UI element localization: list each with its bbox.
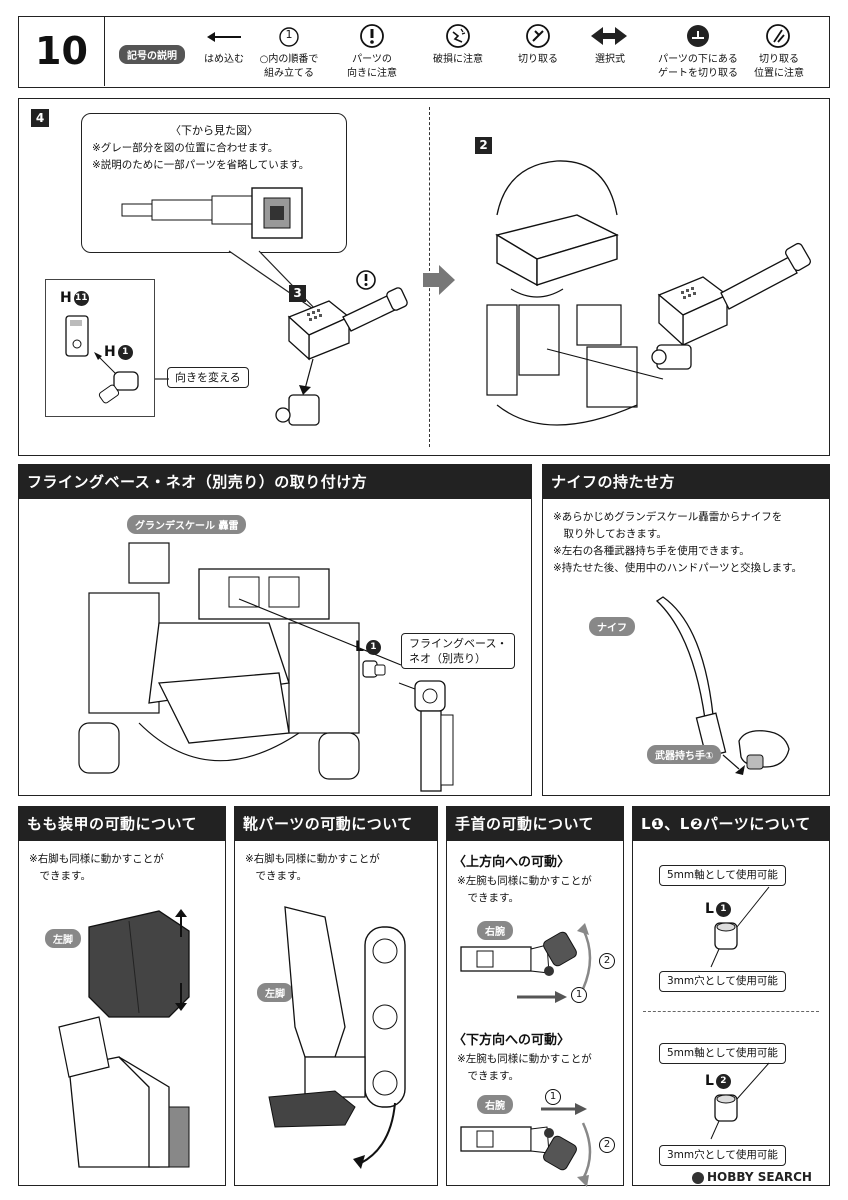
boots-notes: ※右脚も同様に動かすことが できます。 <box>245 853 380 882</box>
symbol-label: 破損に注意 <box>433 54 483 65</box>
l1-part-drawing <box>710 886 770 968</box>
step-1-marker: 1 <box>545 1089 561 1105</box>
watermark-icon <box>692 1171 704 1184</box>
h11-part-drawing <box>65 315 89 357</box>
step4-panel: 4 〈下から見た図〉 ※グレー部分を図の位置に合わせます。 ※説明のために一部パ… <box>18 98 830 456</box>
robot-upper-body-drawing <box>486 160 664 426</box>
symbol-label: 切り取る <box>518 54 558 65</box>
flying-base-arm-drawing <box>398 680 454 792</box>
right-arm-tag: 右腕 <box>477 921 513 940</box>
weapon-grip-drawing <box>651 242 811 370</box>
symbol-label: ○内の順番で 組み立てる <box>259 54 319 79</box>
left-leg-tag: 左脚 <box>45 929 81 948</box>
lparts-title: L❶、L❷パーツについて <box>633 807 829 841</box>
step-number: 10 <box>19 17 105 86</box>
bottom-view-title: 〈下から見た図〉 <box>170 124 258 137</box>
legend-title: 記号の説明 <box>119 45 185 64</box>
step-2-marker: 2 <box>599 1137 615 1153</box>
knife-title: ナイフの持たせ方 <box>543 465 829 499</box>
h1-part-drawing <box>94 352 139 404</box>
hobby-search-watermark: HOBBY SEARCH <box>688 1170 816 1184</box>
cut-icon <box>526 24 550 48</box>
hand-tag: 武器持ち手① <box>647 745 722 764</box>
cut-position-icon <box>766 24 790 48</box>
turn-direction-label: 向きを変える <box>167 367 249 388</box>
wrist-down-drawing <box>460 1122 592 1187</box>
l2-part-drawing <box>710 1062 770 1140</box>
right-arrow-icon <box>517 991 567 1003</box>
thigh-armor-drawing <box>58 910 190 1168</box>
wrist-down-title: 〈下方向への可動〉 <box>453 1033 571 1048</box>
step4-number: 4 <box>31 109 49 127</box>
l1-joint-drawing <box>362 660 386 678</box>
choice-arrow-icon <box>591 27 627 45</box>
down-arrow-icon <box>175 983 187 1011</box>
right-arm-tag: 右腕 <box>477 1095 513 1114</box>
wrist-down-notes: ※左腕も同様に動かすことが できます。 <box>457 1053 592 1082</box>
lparts-divider <box>643 1011 819 1012</box>
bottom-view-drawing <box>121 187 303 239</box>
symbol-label: 切り取る 位置に注意 <box>754 54 804 79</box>
gate-cut-icon <box>687 25 709 47</box>
wrist-panel: 手首の可動について 〈上方向への可動〉 ※左腕も同様に動かすことが できます。 … <box>446 806 624 1187</box>
arrow-left-icon <box>207 32 241 42</box>
right-arrow-icon <box>541 1103 587 1115</box>
wrist-up-title: 〈上方向への可動〉 <box>453 855 571 870</box>
left-leg-tag: 左脚 <box>257 983 293 1002</box>
robot-back-drawing <box>78 542 402 780</box>
thigh-panel: もも装甲の可動について ※右脚も同様に動かすことが できます。 左脚 <box>18 806 226 1186</box>
bottom-view-callout: 〈下から見た図〉 ※グレー部分を図の位置に合わせます。 ※説明のために一部パーツ… <box>81 113 347 253</box>
symbol-label: パーツの下にある ゲートを切り取る <box>658 54 738 79</box>
thigh-title: もも装甲の可動について <box>19 807 225 841</box>
circled-number-text: 1 <box>285 28 293 41</box>
boots-panel: 靴パーツの可動について ※右脚も同様に動かすことが できます。 左脚 <box>234 806 438 1186</box>
sub-step-2: 2 <box>475 137 492 154</box>
symbol-label: 選択式 <box>595 54 625 65</box>
wrist-title: 手首の可動について <box>447 807 623 841</box>
bottom-view-notes: ※グレー部分を図の位置に合わせます。 ※説明のために一部パーツを省略しています。 <box>92 142 310 171</box>
up-arrow-icon <box>175 909 187 937</box>
bottom-shaft-label: 5mm軸として使用可能 <box>659 1043 786 1064</box>
break-icon <box>446 24 470 48</box>
boots-drawing <box>268 906 406 1169</box>
flying-base-label: フライングベース・ ネオ（別売り） <box>401 633 516 669</box>
step-1-marker: 1 <box>571 987 587 1003</box>
header-bar: 10 記号の説明 はめ込む 1 ○内の順番で 組み立てる パーツの 向きに注意 … <box>18 16 830 88</box>
symbol-label: パーツの 向きに注意 <box>347 54 397 79</box>
knife-notes: ※あらかじめグランデスケール轟雷からナイフを 取り外しておきます。 ※左右の各種… <box>553 511 803 574</box>
top-shaft-label: 5mm軸として使用可能 <box>659 865 786 886</box>
wrist-up-notes: ※左腕も同様に動かすことが できます。 <box>457 875 592 904</box>
flying-base-title: フライングベース・ネオ（別売り）の取り付け方 <box>19 465 531 499</box>
knife-panel: ナイフの持たせ方 ※あらかじめグランデスケール轟雷からナイフを 取り外しておきま… <box>542 464 830 796</box>
symbol-label: はめ込む <box>204 54 244 65</box>
circled-number-icon <box>279 27 299 47</box>
top-hole-label: 3mm穴として使用可能 <box>659 971 786 992</box>
sub-step-3: 3 <box>289 285 306 302</box>
next-arrow-icon <box>423 265 455 295</box>
step-2-marker: 2 <box>599 953 615 969</box>
caution-icon <box>356 270 376 290</box>
turn-arrow <box>155 378 169 380</box>
bottom-hole-label: 3mm穴として使用可能 <box>659 1145 786 1166</box>
wrist-up-drawing <box>460 923 592 990</box>
caution-icon <box>360 24 384 48</box>
weapon-hand-drawing <box>738 730 790 770</box>
knife-tag: ナイフ <box>589 617 635 636</box>
weapon-grip-drawing <box>275 287 408 426</box>
boots-title: 靴パーツの可動について <box>235 807 437 841</box>
model-name-tag: グランデスケール 轟雷 <box>127 515 247 534</box>
thigh-notes: ※右脚も同様に動かすことが できます。 <box>29 853 164 882</box>
